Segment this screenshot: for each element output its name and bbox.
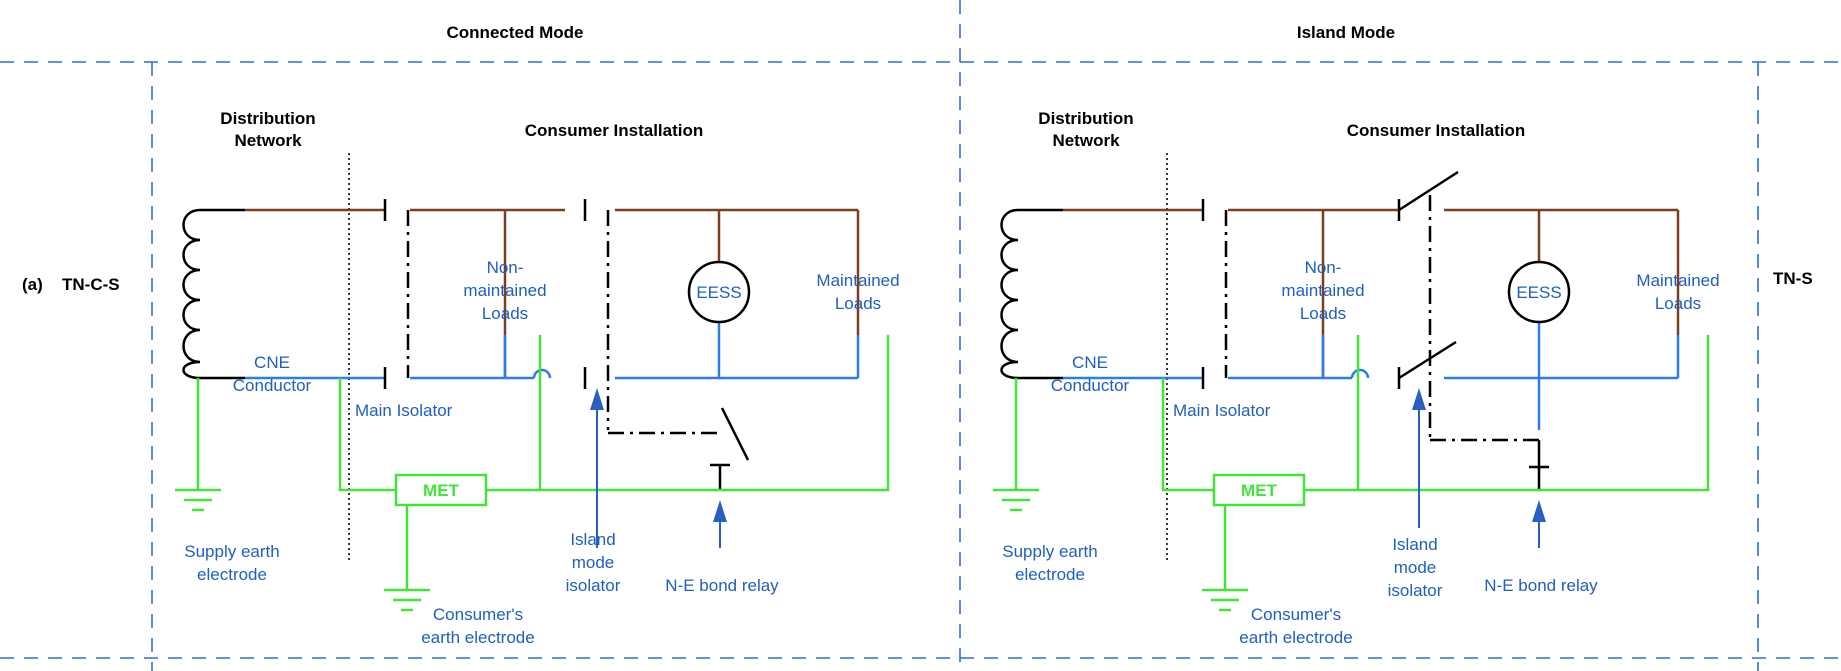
consumer-installation-label: Consumer Installation xyxy=(525,121,704,140)
distribution-network-label: Distribution xyxy=(1038,109,1133,128)
island-mode-isolator-label: isolator xyxy=(566,576,621,595)
island-mode-panel: EESS MET Distribution Network Consumer I… xyxy=(993,109,1720,647)
met-label: MET xyxy=(1241,481,1278,500)
island-isolator-arrowhead xyxy=(1412,388,1426,410)
relay-arrowhead xyxy=(713,500,727,522)
protective-earth-conductor xyxy=(1304,335,1710,492)
non-maintained-loads-label: maintained xyxy=(463,281,546,300)
relay-arrowhead xyxy=(1532,500,1546,522)
consumer-earth-electrode-label: Consumer's xyxy=(433,605,523,624)
consumer-earth-electrode-label: earth electrode xyxy=(421,628,534,647)
island-isolator-neutral-blade-open xyxy=(1398,340,1457,380)
transformer-winding xyxy=(182,208,245,380)
island-mode-header: Island Mode xyxy=(1297,23,1395,42)
consumer-installation-label: Consumer Installation xyxy=(1347,121,1526,140)
eess-symbol xyxy=(687,260,751,324)
cne-conductor-label: Conductor xyxy=(1051,376,1130,395)
supply-earth-electrode-label: electrode xyxy=(197,565,267,584)
maintained-loads-label: Maintained xyxy=(1636,271,1719,290)
island-mode-isolator-label: Island xyxy=(570,530,615,549)
protective-earth-conductor xyxy=(486,335,890,492)
non-maintained-loads-label: maintained xyxy=(1281,281,1364,300)
consumer-earth-electrode-label: Consumer's xyxy=(1251,605,1341,624)
met-label: MET xyxy=(423,481,460,500)
distribution-network-label: Distribution xyxy=(220,109,315,128)
cne-to-met-conductor xyxy=(1161,378,1214,492)
main-isolator-label: Main Isolator xyxy=(355,401,453,420)
maintained-loads-label: Loads xyxy=(835,294,881,313)
eess-symbol xyxy=(1507,260,1571,324)
distribution-network-label: Network xyxy=(1052,131,1120,150)
right-system-label: TN-S xyxy=(1773,269,1813,288)
cne-to-met-conductor xyxy=(338,378,396,492)
neutral-crossover xyxy=(532,368,552,379)
maintained-loads-label: Maintained xyxy=(816,271,899,290)
island-isolator-blade-open xyxy=(1398,170,1459,212)
neutral-crossover xyxy=(1350,368,1370,379)
ne-bond-relay-label: N-E bond relay xyxy=(665,576,779,595)
row-label: (a) xyxy=(22,275,43,294)
island-mode-isolator-label: isolator xyxy=(1388,581,1443,600)
distribution-network-label: Network xyxy=(234,131,302,150)
maintained-loads-label: Loads xyxy=(1655,294,1701,313)
island-mode-isolator-label: mode xyxy=(1394,558,1437,577)
eess-label: EESS xyxy=(696,283,741,302)
consumer-earth-electrode-label: earth electrode xyxy=(1239,628,1352,647)
met-box xyxy=(394,473,488,507)
eess-label: EESS xyxy=(1516,283,1561,302)
supply-earth-electrode-label: electrode xyxy=(1015,565,1085,584)
non-maintained-loads-label: Non- xyxy=(1305,258,1342,277)
ne-bond-relay-switch xyxy=(720,407,750,461)
met-box xyxy=(1212,473,1306,507)
connected-mode-header: Connected Mode xyxy=(447,23,584,42)
cne-conductor-label: CNE xyxy=(254,353,290,372)
ne-bond-relay-label: N-E bond relay xyxy=(1484,576,1598,595)
transformer-winding xyxy=(1000,208,1063,380)
island-mode-isolator-label: Island xyxy=(1392,535,1437,554)
supply-earth-electrode-label: Supply earth xyxy=(184,542,279,561)
cne-conductor-label: Conductor xyxy=(233,376,312,395)
island-mode-isolator-label: mode xyxy=(572,553,615,572)
left-system-label: TN-C-S xyxy=(62,275,120,294)
cne-conductor-label: CNE xyxy=(1072,353,1108,372)
main-isolator-label: Main Isolator xyxy=(1173,401,1271,420)
connected-mode-panel: EESS MET Distribution Network Consumer I… xyxy=(175,109,900,647)
non-maintained-loads-label: Loads xyxy=(1300,304,1346,323)
non-maintained-loads-label: Non- xyxy=(487,258,524,277)
supply-earth-electrode-label: Supply earth xyxy=(1002,542,1097,561)
island-isolator-arrowhead xyxy=(590,388,604,410)
non-maintained-loads-label: Loads xyxy=(482,304,528,323)
